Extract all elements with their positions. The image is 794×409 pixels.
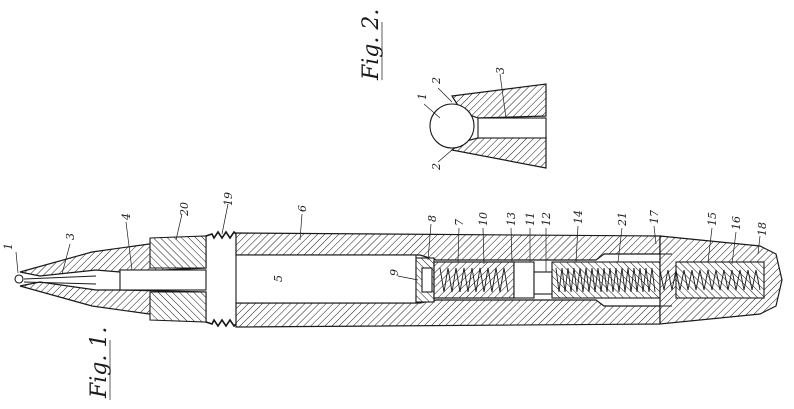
thread-joint — [205, 230, 239, 328]
fig1-ref-15: 15 — [706, 212, 719, 226]
fig1-ref-4: 4 — [120, 213, 133, 221]
fig1-ref-5: 5 — [272, 275, 285, 282]
fig1-ref-7: 7 — [453, 219, 466, 226]
fig1-ref-3: 3 — [64, 233, 77, 240]
ink-reservoir — [235, 254, 417, 304]
sleeve-part — [149, 235, 207, 269]
fig1-ref-14: 14 — [572, 210, 585, 224]
fig1-ref-21: 21 — [616, 212, 629, 227]
piston-nut — [421, 267, 433, 293]
push-button-sleeve — [675, 261, 765, 299]
fig2-leader-1 — [423, 103, 441, 119]
fig1-ref-18: 18 — [756, 222, 769, 236]
fig1-label: Fig. 1. — [87, 327, 112, 399]
ink-channel — [23, 275, 97, 285]
fig1-ref-12: 12 — [540, 212, 553, 226]
fig1-ref-11: 11 — [524, 212, 537, 226]
spring-coil-rear — [555, 267, 656, 293]
fig2-channel — [477, 117, 547, 139]
fig1-ref-20: 20 — [178, 202, 191, 217]
fig1-ref-13: 13 — [505, 212, 518, 226]
fig2-leader-2b — [437, 149, 453, 163]
barrel-lower-wall — [235, 299, 661, 328]
slide-block — [533, 271, 553, 295]
ball-tip — [14, 274, 24, 284]
fig1-ref-19: 19 — [222, 192, 235, 206]
spring-coil-cap — [659, 269, 761, 291]
insert-part — [119, 269, 207, 291]
fig2-ref-2-bottom: 2 — [430, 163, 443, 171]
fig2-leader-3 — [499, 73, 507, 119]
fig1-ref-6: 6 — [296, 205, 309, 212]
fig1-ref-8: 8 — [426, 215, 439, 222]
fig2-label: Fig. 2. — [359, 9, 384, 81]
sleeve-part-lower — [149, 291, 207, 323]
stop-block — [513, 261, 535, 299]
fig1-leaders — [15, 203, 761, 281]
fig2-ref-1: 1 — [416, 93, 429, 100]
fig1-ref-17: 17 — [648, 210, 661, 224]
fig2-ball — [429, 103, 475, 149]
figure-2: 1 2 3 2 Fig. 2. — [359, 9, 547, 171]
fig1-ref-10: 10 — [477, 212, 490, 226]
fig2-leader-2a — [437, 87, 453, 103]
fig1-ref-16: 16 — [730, 216, 743, 230]
figure-1: 1 3 4 20 19 6 5 8 9 7 10 13 11 12 14 21 … — [2, 192, 783, 400]
fig2-ref-2-top: 2 — [430, 77, 443, 85]
fig2-ref-3: 3 — [494, 67, 507, 74]
fig1-ref-1: 1 — [2, 243, 15, 250]
spring-coil-front — [439, 267, 509, 293]
fig1-ref-9: 9 — [388, 269, 401, 276]
cap-step-line — [660, 253, 672, 307]
plunger-sleeve — [551, 261, 661, 299]
